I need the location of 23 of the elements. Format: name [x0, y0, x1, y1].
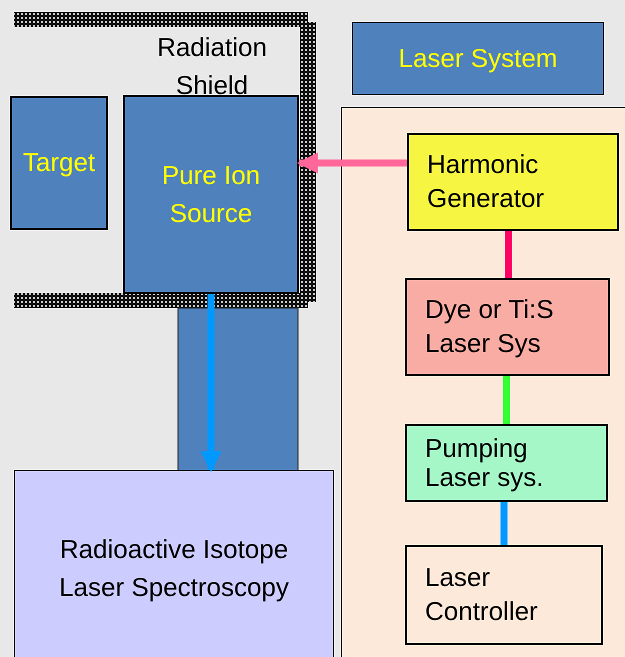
title-box — [352, 22, 604, 95]
target-box — [10, 96, 108, 230]
laser-box — [405, 278, 610, 376]
node-label: Pumping Laser sys. — [425, 434, 544, 492]
node-label: Target — [22, 146, 96, 180]
pump-laser-box — [405, 424, 608, 502]
node-label: Pure Ion Source — [161, 158, 261, 230]
arrow — [200, 294, 222, 472]
node-label: Laser Controller — [425, 561, 539, 628]
node-label: Laser System — [398, 42, 558, 75]
laser-panel — [341, 107, 625, 657]
node-label: Dye or Ti:S Laser Sys — [425, 293, 555, 360]
controller-box — [405, 545, 603, 645]
connector-line — [505, 231, 512, 278]
connector-line — [503, 376, 510, 424]
connector-line — [500, 502, 508, 545]
spectroscopy-box — [14, 470, 334, 657]
node-label: Harmonic Generator — [427, 148, 546, 215]
shield-label: Radiation Shield — [156, 31, 268, 102]
arrow — [296, 152, 407, 174]
node-label: Radioactive Isotope Laser Spectroscopy — [58, 532, 290, 604]
generator-box — [407, 133, 619, 231]
ion-source-box — [123, 95, 299, 294]
